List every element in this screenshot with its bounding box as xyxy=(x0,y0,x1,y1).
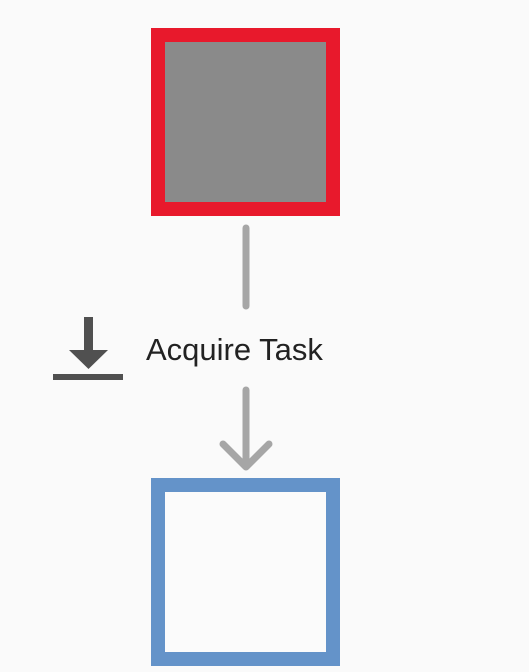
source-node[interactable] xyxy=(151,28,340,216)
target-node[interactable] xyxy=(151,478,340,666)
edge-arrowhead xyxy=(219,440,273,471)
download-icon xyxy=(53,317,123,380)
edge-label: Acquire Task xyxy=(146,332,323,367)
